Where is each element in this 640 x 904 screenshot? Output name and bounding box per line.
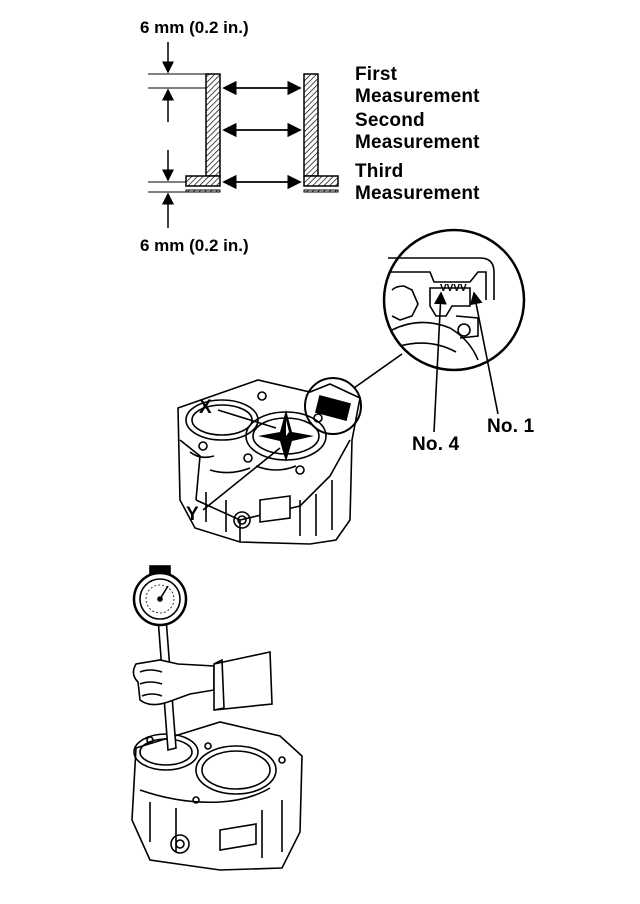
cylinder-wall-right <box>303 73 319 177</box>
top-dimension-label: 6 mm (0.2 in.) <box>140 18 249 37</box>
xy-axis-star <box>202 409 314 511</box>
cylinder-wall-left <box>205 73 221 177</box>
first-measurement-label: First Measurement <box>355 64 480 107</box>
cylinder-flange-right <box>303 175 339 187</box>
cylinder-code-marks: VVVV <box>440 283 467 294</box>
axis-x-label: X <box>199 397 212 418</box>
y-axis-leader <box>202 447 281 511</box>
engine-block-top-view <box>177 353 403 545</box>
engine-block-with-gauge <box>131 565 303 871</box>
no4-leader <box>433 291 447 433</box>
detail-magnifier <box>382 228 526 372</box>
cylinder-no4-label: No. 4 <box>412 434 460 455</box>
axis-y-label: Y <box>186 504 199 525</box>
no1-leader <box>469 291 499 415</box>
second-measurement-label: Second Measurement <box>355 110 480 153</box>
third-measurement-label: Third Measurement <box>355 161 480 204</box>
bottom-dimension-label: 6 mm (0.2 in.) <box>140 236 249 255</box>
cylinder-no1-label: No. 1 <box>487 416 535 437</box>
cylinder-cross-section <box>148 42 339 228</box>
x-axis-leader <box>217 409 277 429</box>
cylinder-flange-left <box>185 175 221 187</box>
